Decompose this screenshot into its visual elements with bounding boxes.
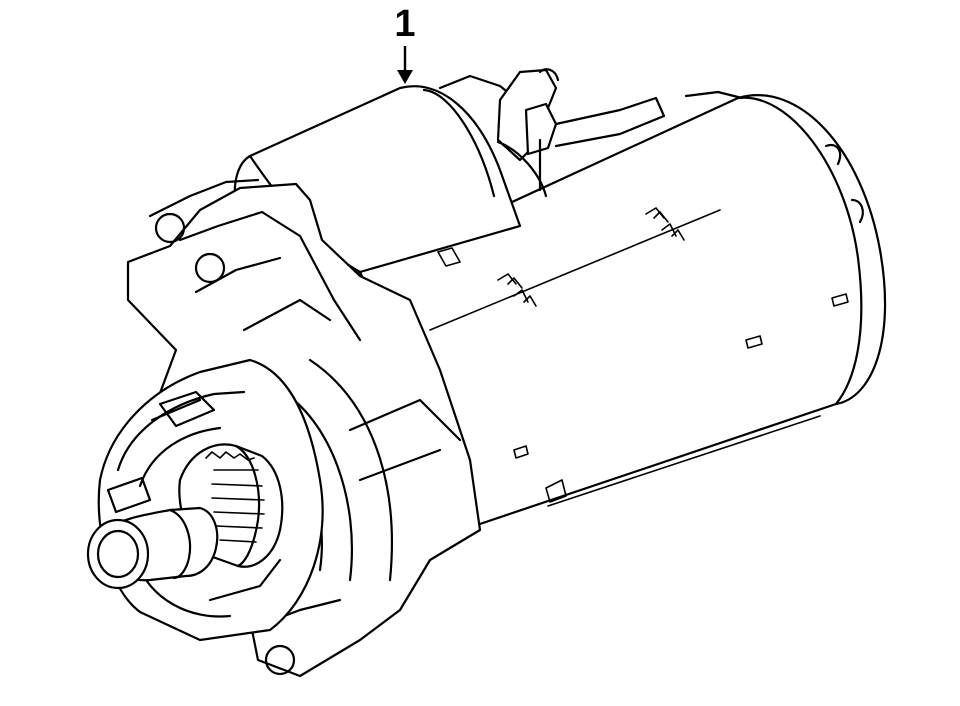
callout-number: 1: [394, 3, 415, 45]
leader-arrowhead: [397, 70, 413, 84]
callout-1: 1: [394, 3, 416, 84]
drive-shaft: [86, 506, 219, 590]
